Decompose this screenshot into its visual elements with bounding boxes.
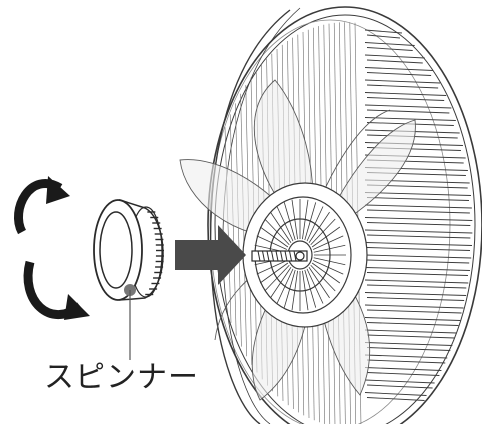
rotate-arrowheads <box>46 176 90 320</box>
label-leader-line <box>124 284 136 360</box>
push-arrow-icon <box>175 225 246 285</box>
rotate-counterclockwise-icon <box>14 179 83 320</box>
spinner-cap <box>93 198 164 301</box>
spinner-label: スピンナー <box>44 360 199 395</box>
fan-shaft <box>251 250 308 262</box>
